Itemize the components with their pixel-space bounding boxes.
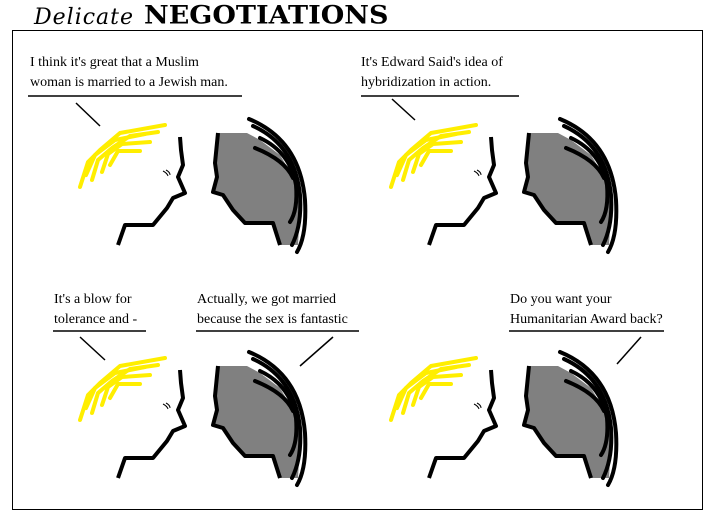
panel-1-speech: I think it's great that a Muslim woman i… xyxy=(30,53,228,93)
speech-line: woman is married to a Jewish man. xyxy=(30,75,228,90)
panel-1-heads xyxy=(78,117,308,254)
panel-2-heads xyxy=(389,117,619,254)
panel-3-heads xyxy=(78,350,308,487)
comic-frame xyxy=(12,30,703,510)
comic-title: Delicate NEGOTIATIONS xyxy=(34,0,388,30)
title-script-word: Delicate xyxy=(34,5,135,30)
speech-line: It's Edward Said's idea of xyxy=(361,55,503,70)
panel-2-speech: It's Edward Said's idea of hybridization… xyxy=(361,53,503,93)
speech-line: I think it's great that a Muslim xyxy=(30,55,199,70)
speech-line: tolerance and - xyxy=(54,312,138,327)
panel-3-speech-man: It's a blow for tolerance and - xyxy=(54,290,137,330)
speech-line: Actually, we got married xyxy=(197,292,337,307)
panel-4-speech: Do you want your Humanitarian Award back… xyxy=(510,290,663,330)
speech-line: It's a blow for xyxy=(54,292,132,307)
title-bold-word: NEGOTIATIONS xyxy=(144,0,389,31)
speech-line: hybridization in action. xyxy=(361,75,492,90)
panel-4-heads xyxy=(389,350,619,487)
speech-line: Humanitarian Award back? xyxy=(510,312,663,327)
speech-line: because the sex is fantastic xyxy=(197,312,348,327)
speech-lines xyxy=(28,95,664,367)
speech-line: Do you want your xyxy=(510,292,612,307)
panel-3-speech-woman: Actually, we got married because the sex… xyxy=(197,290,348,330)
